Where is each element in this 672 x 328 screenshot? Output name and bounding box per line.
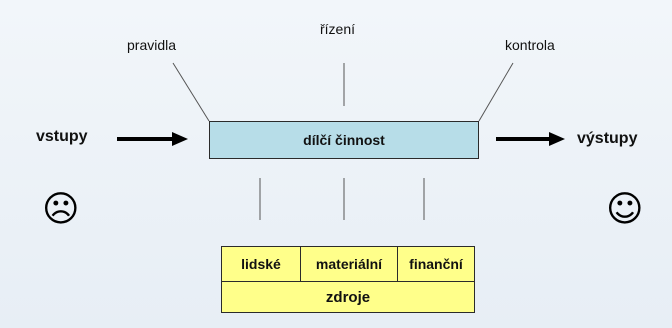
happy-face-icon: ☺ <box>606 189 644 230</box>
resource-material: materiální <box>300 246 398 282</box>
inputs-label: vstupy <box>36 128 88 145</box>
rules-connector <box>172 62 210 122</box>
activity-label: dílčí činnost <box>303 132 385 148</box>
outputs-label: výstupy <box>577 130 638 147</box>
rules-label: pravidla <box>127 37 177 53</box>
resource-financial: finanční <box>397 246 475 282</box>
resources-table: lidské materiální finanční zdroje <box>221 246 475 313</box>
input-arrow-head <box>172 132 188 146</box>
sad-face-icon: ☹ <box>42 189 80 230</box>
activity-box: dílčí činnost <box>209 121 479 159</box>
control-label: kontrola <box>505 37 555 53</box>
resource-human: lidské <box>221 246 301 282</box>
resources-total: zdroje <box>221 281 475 313</box>
control-connector <box>478 62 514 122</box>
output-arrow-head <box>549 132 565 146</box>
management-label: řízení <box>320 21 356 37</box>
